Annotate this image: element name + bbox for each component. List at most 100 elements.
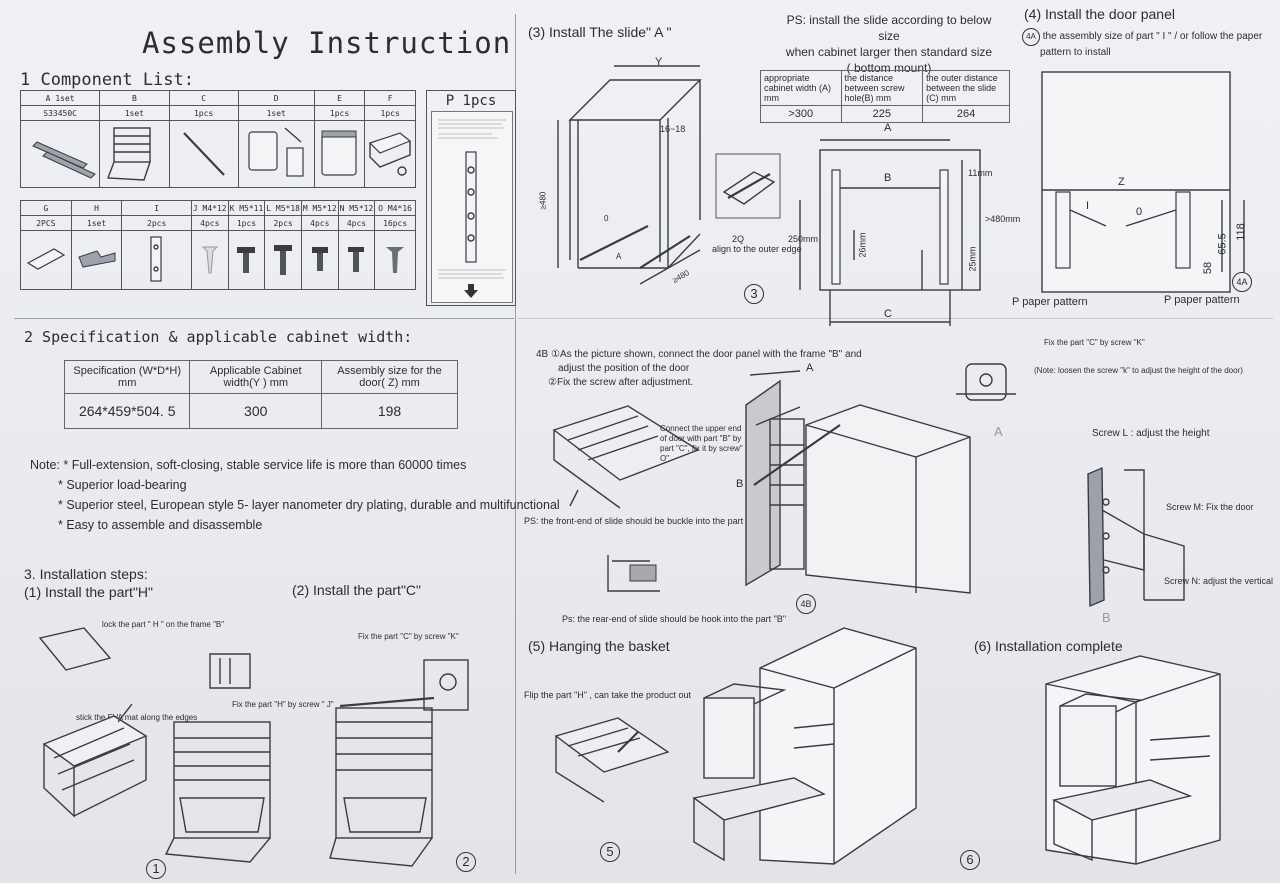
tray-f-image [364, 120, 416, 188]
step4b-line2: adjust the position of the door [558, 363, 690, 374]
screw-m-image [300, 230, 339, 290]
bin-d-image [237, 120, 315, 188]
step1-eva-note: stick the EVA mat along the edges [76, 713, 198, 722]
step1-number: 1 [146, 859, 166, 879]
column-divider [515, 14, 516, 874]
part-g-qty: 2PCS [20, 215, 72, 231]
component-table-top: A 1set B C D E F S33450C 1set 1pcs 1set … [19, 90, 416, 188]
screw-j-image [190, 230, 229, 290]
ps-line: when cabinet larger then standard size [785, 45, 993, 59]
part-n-qty: 4pcs [337, 215, 376, 231]
step3-number: 3 [744, 284, 764, 304]
slide-label-a: A [884, 122, 892, 134]
step6-cabinet-drawing [1045, 655, 1221, 865]
paper-pattern-label-left: P paper pattern [1012, 296, 1088, 308]
slide-val-cabinet: >300 [760, 105, 842, 123]
step2-fix-note: Fix the part "C" by screw "K" [358, 632, 459, 641]
slide-plan-drawing [799, 139, 981, 326]
part-g-header: G [20, 200, 72, 216]
row-divider-left [14, 318, 514, 319]
step1-drawing [38, 627, 469, 867]
step5-title: (5) Hanging the basket [528, 638, 670, 654]
screw-n-note: Screw N: adjust the vertical [1164, 576, 1274, 586]
spec-col-dimensions: Specification (W*D*H) mm [63, 360, 191, 394]
door-dim-65: 65.5 [1216, 233, 1229, 255]
row-divider-right [518, 318, 1273, 319]
spec-value-dimensions: 264*459*504. 5 [63, 393, 191, 429]
part-e-qty: 1pcs [313, 105, 366, 121]
bracket-h-image [70, 230, 123, 290]
part-c-header: C [168, 90, 239, 106]
step4b-ps-front: PS: the front-end of slide should be buc… [524, 516, 759, 526]
note-item: Note: * Full-extension, soft-closing, st… [30, 458, 467, 472]
step4b-ps-rear: Ps: the rear-end of slide should be hook… [562, 614, 787, 624]
slide-val-screw-distance: 225 [840, 105, 924, 123]
installation-heading: 3. Installation steps: [24, 566, 148, 582]
slide-col-outer-distance: the outer distance between the slide (C)… [922, 70, 1010, 106]
note-item: * Superior steel, European style 5- laye… [58, 498, 560, 512]
rod-c-image [168, 120, 239, 188]
part-k-qty: 1pcs [227, 215, 266, 231]
step3-dim-1618: 16~18 [660, 124, 686, 134]
step1-fix-note: Fix the part "H" by screw " J" [232, 700, 334, 709]
step4b-label-b: B [736, 478, 744, 490]
page-title: Assembly Instruction [142, 26, 512, 60]
slide-rail-image [19, 120, 101, 188]
screw-n-image [337, 230, 376, 290]
door-i-label: I [1086, 200, 1090, 212]
step4-title: (4) Install the door panel [1024, 6, 1175, 22]
step3-zero-label: 2Q [732, 234, 745, 244]
slide-label-c: C [884, 308, 892, 320]
spec-value-door-size: 198 [321, 393, 458, 429]
frame-b-image [99, 120, 170, 188]
step4b-line1: 4B ①As the picture shown, connect the do… [536, 349, 862, 360]
component-list-heading: 1 Component List: [20, 70, 194, 90]
step4a-line1: the assembly size of part " I " / or fol… [1042, 31, 1263, 42]
door-z-label: Z [1118, 176, 1125, 188]
step5-number: 5 [600, 842, 620, 862]
slide-label-b: B [884, 172, 892, 184]
step2-number: 2 [456, 852, 476, 872]
door-o-label: 0 [1136, 206, 1143, 218]
part-d-qty: 1set [237, 105, 315, 121]
specification-heading: 2 Specification & applicable cabinet wid… [24, 328, 413, 346]
screw-o-image [374, 230, 416, 290]
step4b-label-a: A [806, 362, 814, 374]
step2-title: (2) Install the part"C" [292, 582, 421, 598]
component-table-bottom: G H I J M4*12 K M5*11 L M5*18 M M5*12 N … [20, 200, 416, 290]
part-m-header: M M5*12 [300, 200, 339, 216]
spec-col-cabinet-width: Applicable Cabinet width(Y ) mm [189, 360, 323, 394]
part-f-header: F [364, 90, 416, 106]
door-grey-a-label: A [994, 424, 1003, 439]
step4b-number: 4B [796, 594, 816, 614]
part-a-code: S33450C [19, 105, 101, 121]
step4a-badge: 4A [1022, 28, 1040, 46]
part-f-qty: 1pcs [364, 105, 416, 121]
screw-m-note: Screw M: Fix the door [1166, 502, 1254, 512]
step6-number: 6 [960, 850, 980, 870]
screw-l-image [264, 230, 302, 290]
hinge-grey-b-label: B [1102, 610, 1111, 625]
slide-dim-11: 11mm [968, 168, 993, 178]
door-loosen-note: (Note: loosen the screw "k" to adjust th… [1034, 366, 1243, 375]
step1-title: (1) Install the part"H" [24, 584, 153, 600]
step3-cabinet-drawing [557, 65, 702, 285]
slide-col-screw-distance: the distance between screw hole(B) mm [840, 70, 924, 106]
door-dim-118: 118 [1234, 223, 1247, 241]
part-l-qty: 2pcs [264, 215, 302, 231]
step4b-main-drawing [745, 370, 971, 594]
slide-dim-26: 26mm [857, 232, 868, 258]
slide-col-cabinet: appropriate cabinet width (A) mm [760, 70, 842, 106]
tray-g-image [20, 230, 72, 290]
step4b-note: 4B ①As the picture shown, connect the do… [536, 348, 862, 390]
part-a-header: A 1set [19, 90, 101, 106]
bin-e-image [313, 120, 366, 188]
screw-l-note: Screw L : adjust the height [1092, 428, 1210, 439]
door-dim-58: 58 [1202, 261, 1215, 275]
specification-table: Specification (W*D*H) mm Applicable Cabi… [63, 360, 458, 429]
part-b-qty: 1set [99, 105, 170, 121]
spec-value-cabinet-width: 300 [189, 393, 323, 429]
paper-pattern-title: P 1pcs [445, 93, 497, 109]
notes-block: Note: * Full-extension, soft-closing, st… [30, 455, 560, 535]
